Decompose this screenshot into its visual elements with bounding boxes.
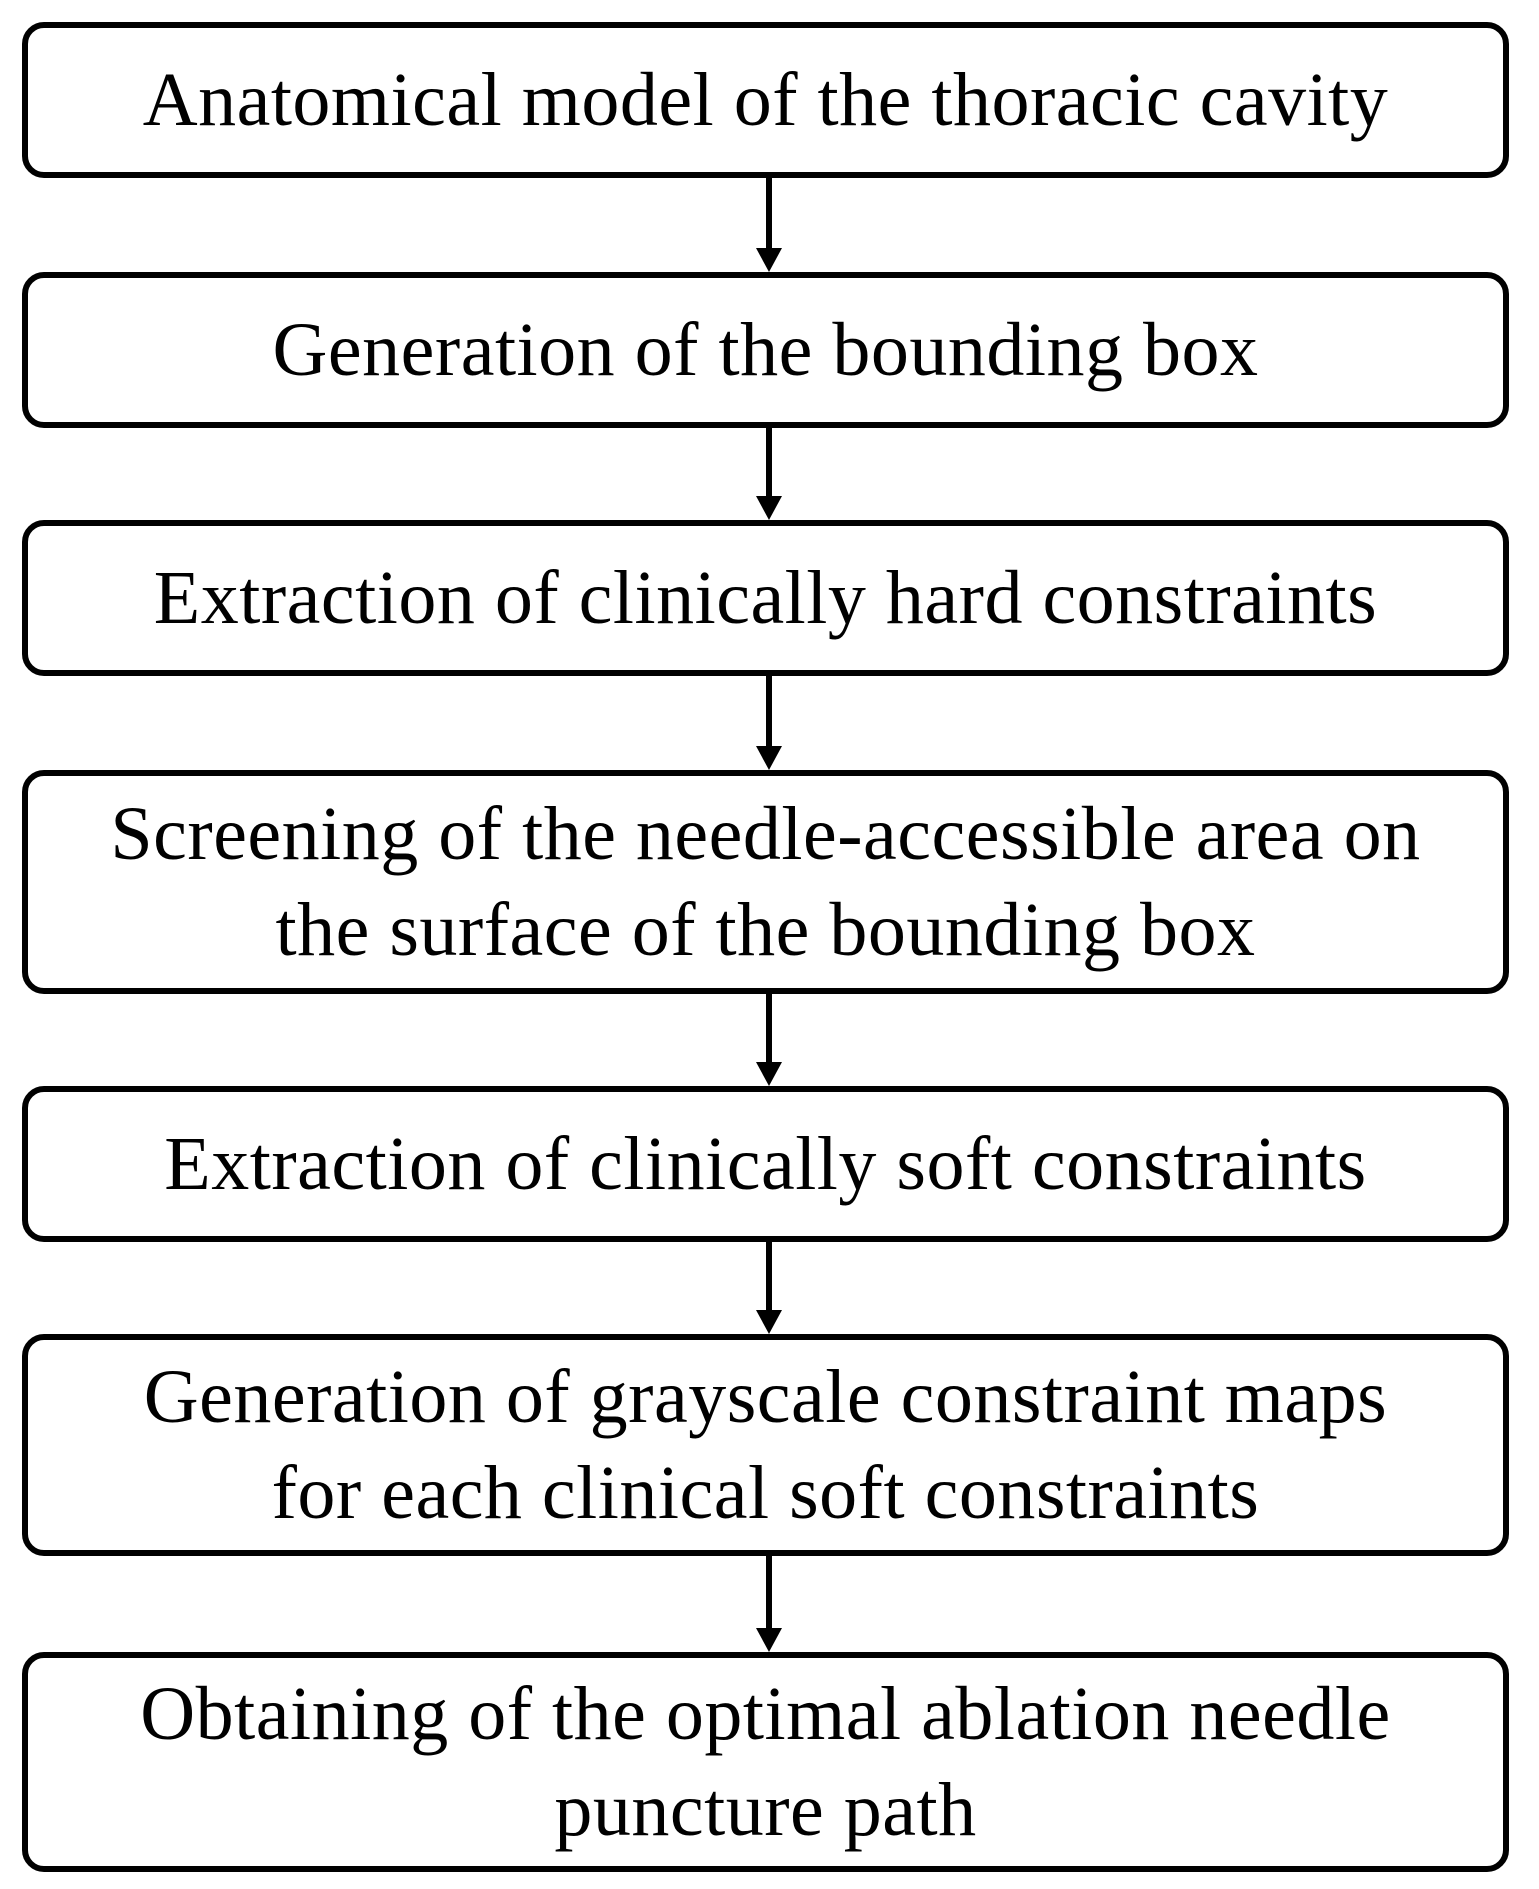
- step-3-label: Extraction of clinically hard constraint…: [153, 556, 1378, 640]
- arrow-1-to-2: [756, 178, 782, 272]
- step-4-label: Screening of the needle-accessible area …: [110, 792, 1421, 972]
- arrow-2-to-3: [756, 428, 782, 520]
- step-5-box: Extraction of clinically soft constraint…: [22, 1086, 1509, 1242]
- step-3-box: Extraction of clinically hard constraint…: [22, 520, 1509, 676]
- arrow-6-to-7: [756, 1556, 782, 1652]
- step-7-label: Obtaining of the optimal ablation needle…: [140, 1672, 1391, 1852]
- arrow-3-to-4: [756, 676, 782, 770]
- step-4-box: Screening of the needle-accessible area …: [22, 770, 1509, 994]
- step-2-box: Generation of the bounding box: [22, 272, 1509, 428]
- step-7-box: Obtaining of the optimal ablation needle…: [22, 1652, 1509, 1872]
- step-1-box: Anatomical model of the thoracic cavity: [22, 22, 1509, 178]
- step-6-box: Generation of grayscale constraint maps …: [22, 1334, 1509, 1556]
- step-5-label: Extraction of clinically soft constraint…: [164, 1122, 1367, 1206]
- step-2-label: Generation of the bounding box: [272, 308, 1259, 392]
- step-1-label: Anatomical model of the thoracic cavity: [142, 58, 1389, 142]
- arrow-4-to-5: [756, 994, 782, 1086]
- step-6-label: Generation of grayscale constraint maps …: [143, 1355, 1388, 1535]
- arrow-5-to-6: [756, 1242, 782, 1334]
